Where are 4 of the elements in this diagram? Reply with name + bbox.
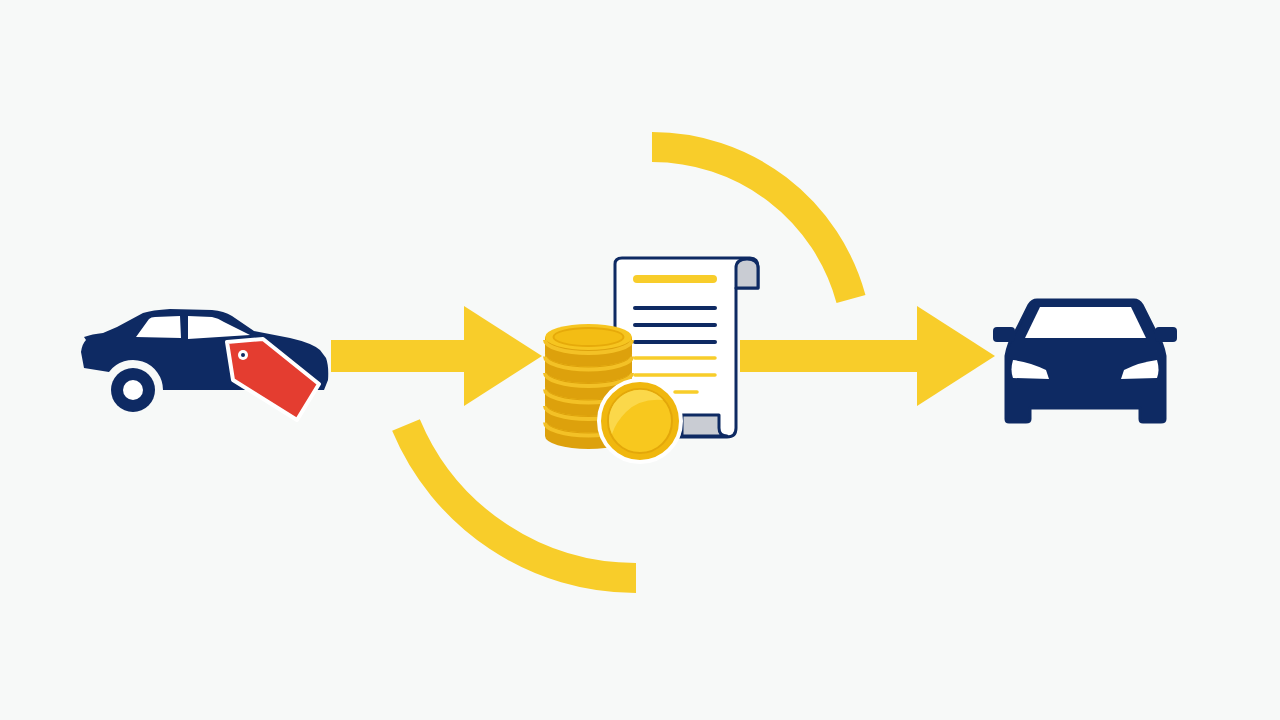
car-front-icon [992, 297, 1179, 424]
coins-and-document-icon [542, 254, 762, 467]
arrow [740, 306, 995, 406]
arrow [331, 306, 542, 406]
